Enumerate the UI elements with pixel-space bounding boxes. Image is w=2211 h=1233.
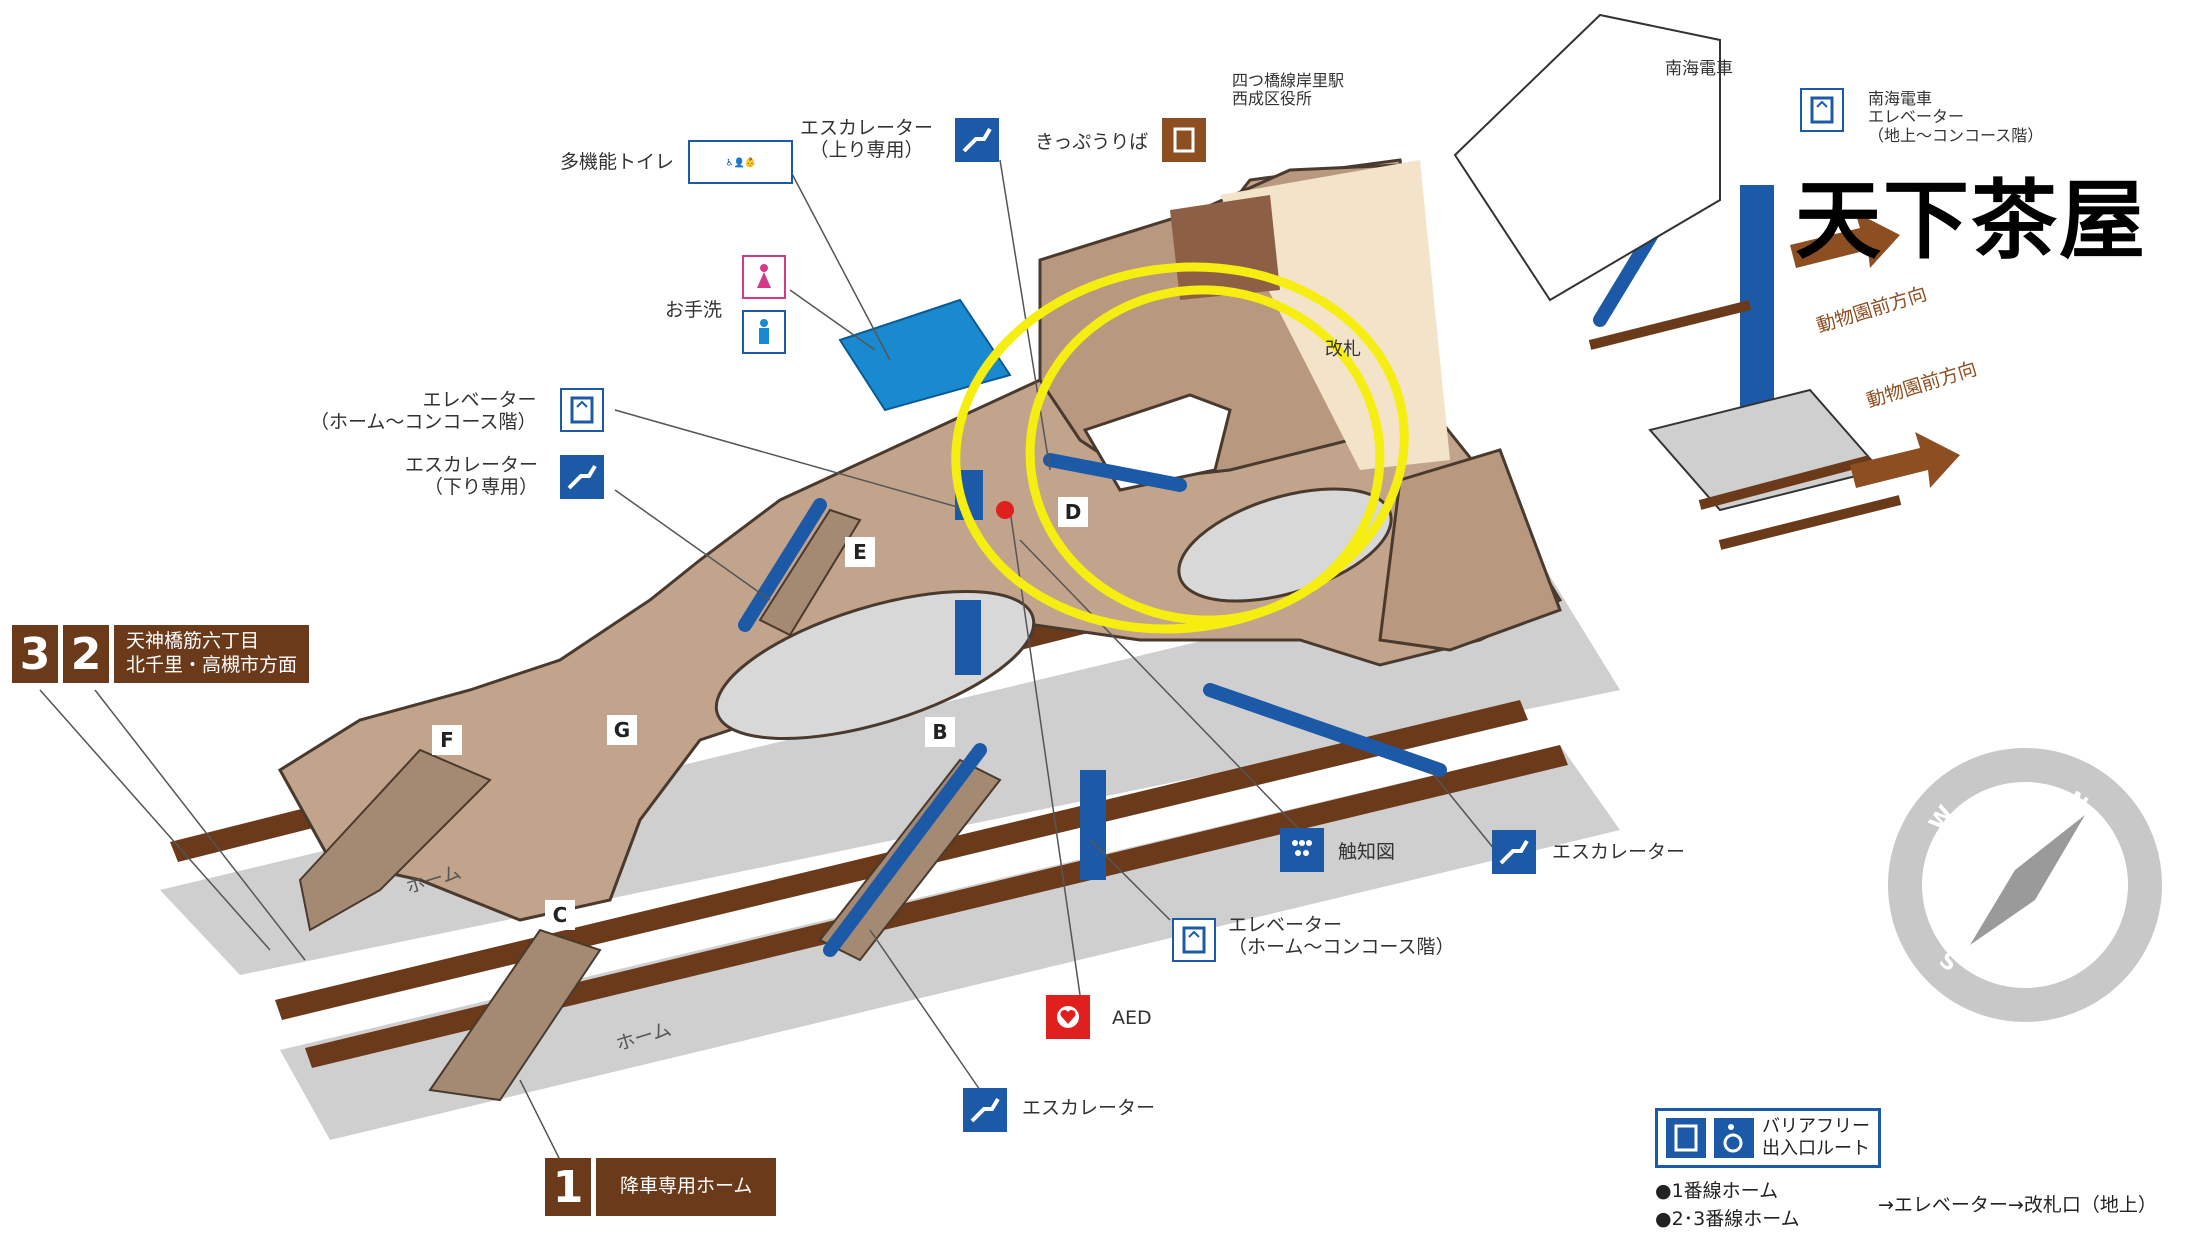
highlight-ring-2 — [1025, 285, 1385, 625]
route-destination: →エレベーター→改札口（地上） — [1878, 1194, 2157, 1216]
leader-aed — [1009, 509, 1081, 996]
zone-d: D — [1058, 497, 1088, 527]
leader-elevator — [614, 409, 969, 511]
line-2-3-direction: 天神橋筋六丁目 北千里・高槻市方面 — [114, 625, 310, 683]
direction-arrow-2 — [1850, 432, 1960, 488]
ticket-label: きっぷうりば — [1035, 131, 1149, 153]
yotsubashi-label: 四つ橋線岸里駅 西成区役所 — [1232, 71, 1345, 109]
escalator-down-label: エスカレーター （下り専用） — [405, 454, 539, 498]
leader-washroom — [789, 289, 876, 351]
escalator-d — [1043, 453, 1187, 492]
nankai-track-1 — [1588, 300, 1752, 350]
compass-needle — [1970, 815, 2085, 945]
zone-b: B — [925, 717, 955, 747]
nankai-track-2 — [1698, 455, 1872, 510]
escalator-up-label: エスカレーター （上り専用） — [800, 117, 934, 161]
elevator-col-2 — [1080, 770, 1106, 880]
nankai-title: 南海電車 — [1665, 59, 1733, 79]
zone-c: C — [545, 900, 575, 930]
line-tag-1: 1 降車専用ホーム — [545, 1158, 777, 1216]
tactile-map-label: 触知図 — [1338, 841, 1396, 863]
nankai-elevator-label: 南海電車 エレベーター （地上〜コンコース階） — [1868, 89, 2044, 145]
track-3 — [305, 745, 1568, 1068]
zone-e: E — [845, 537, 875, 567]
line-number-1: 1 — [545, 1158, 591, 1216]
escalator-b — [823, 743, 987, 957]
svg-text:♿👤👶: ♿👤👶 — [725, 156, 756, 168]
elevator-home-icon — [560, 388, 604, 432]
leader-line-32 — [39, 689, 271, 951]
line-number-3: 3 — [12, 625, 58, 683]
void-1 — [714, 589, 1036, 741]
nankai-elevator-icon — [1800, 88, 1844, 132]
stairs-c — [428, 928, 602, 1102]
aed-label: AED — [1112, 1007, 1152, 1029]
leader-elev-bottom — [1089, 839, 1171, 921]
compass — [1888, 748, 2162, 1022]
barrier-free-title: バリアフリー 出入口ルート — [1762, 1116, 1870, 1159]
nankai-track-3 — [1718, 495, 1902, 550]
line-tag-2-3: 3 2 天神橋筋六丁目 北千里・高槻市方面 — [12, 625, 310, 683]
female-toilet-icon — [742, 255, 786, 299]
elevator-col-1 — [955, 600, 981, 675]
stairs-f — [298, 748, 492, 932]
leader-tactile — [1019, 539, 1301, 831]
escalator-right — [1203, 683, 1447, 777]
zone-f: F — [432, 725, 462, 755]
multi-toilet-label: 多機能トイレ — [560, 151, 675, 173]
leader-line-1 — [519, 1079, 561, 1161]
ticket-gate-label: 改札 — [1325, 339, 1361, 360]
ticket-icon — [1162, 118, 1206, 162]
barrier-free-elevator-icon — [1666, 1118, 1706, 1158]
concourse-right — [1378, 448, 1562, 652]
route-line-1: ●1番線ホーム — [1655, 1180, 1779, 1202]
leader-esc-right — [1429, 769, 1496, 851]
zone-g: G — [607, 715, 637, 745]
elevator-bottom-icon — [1172, 918, 1216, 962]
escalator-right-label: エスカレーター — [1552, 841, 1686, 863]
highlight-ring-1 — [951, 262, 1409, 634]
aed-icon — [1046, 995, 1090, 1039]
leader-line-2 — [94, 689, 306, 961]
tactile-map-icon — [1280, 828, 1324, 872]
station-name: 天下茶屋 — [1795, 171, 2147, 271]
stairs-e — [758, 508, 862, 637]
elevator-col-nankai — [1740, 185, 1774, 415]
escalator-e — [738, 498, 827, 632]
male-toilet-icon — [742, 310, 786, 354]
ticket-office — [1170, 195, 1280, 300]
leader-esc-down — [614, 489, 771, 601]
escalator-up-icon — [955, 118, 999, 162]
elevator-home-label: エレベーター （ホーム〜コンコース階） — [310, 389, 537, 433]
line-1-text: 降車専用ホーム — [596, 1158, 777, 1216]
escalator-bottom-label: エスカレーター — [1022, 1097, 1156, 1119]
nankai-building — [1453, 13, 1721, 302]
leader-esc-bottom — [869, 929, 981, 1091]
elevator-bottom-label: エレベーター （ホーム〜コンコース階） — [1228, 914, 1455, 958]
escalator-right-icon — [1492, 830, 1536, 874]
barrier-free-legend: バリアフリー 出入口ルート — [1655, 1108, 1881, 1168]
leader-toilet — [789, 169, 891, 361]
multi-toilet-icon: ♿👤👶 — [688, 140, 793, 184]
leader-esc-up — [999, 159, 1051, 471]
void-3 — [1082, 393, 1232, 492]
restroom-block — [838, 298, 1012, 412]
aed-marker-dot — [996, 501, 1014, 519]
wheelchair-icon — [1714, 1118, 1754, 1158]
escalator-down-icon — [560, 455, 604, 499]
line-number-2: 2 — [63, 625, 109, 683]
route-line-2-3: ●2･3番線ホーム — [1655, 1208, 1800, 1230]
escalator-bottom-icon — [963, 1088, 1007, 1132]
washroom-label: お手洗 — [665, 299, 723, 321]
direction-arrow-1 — [1790, 212, 1900, 268]
